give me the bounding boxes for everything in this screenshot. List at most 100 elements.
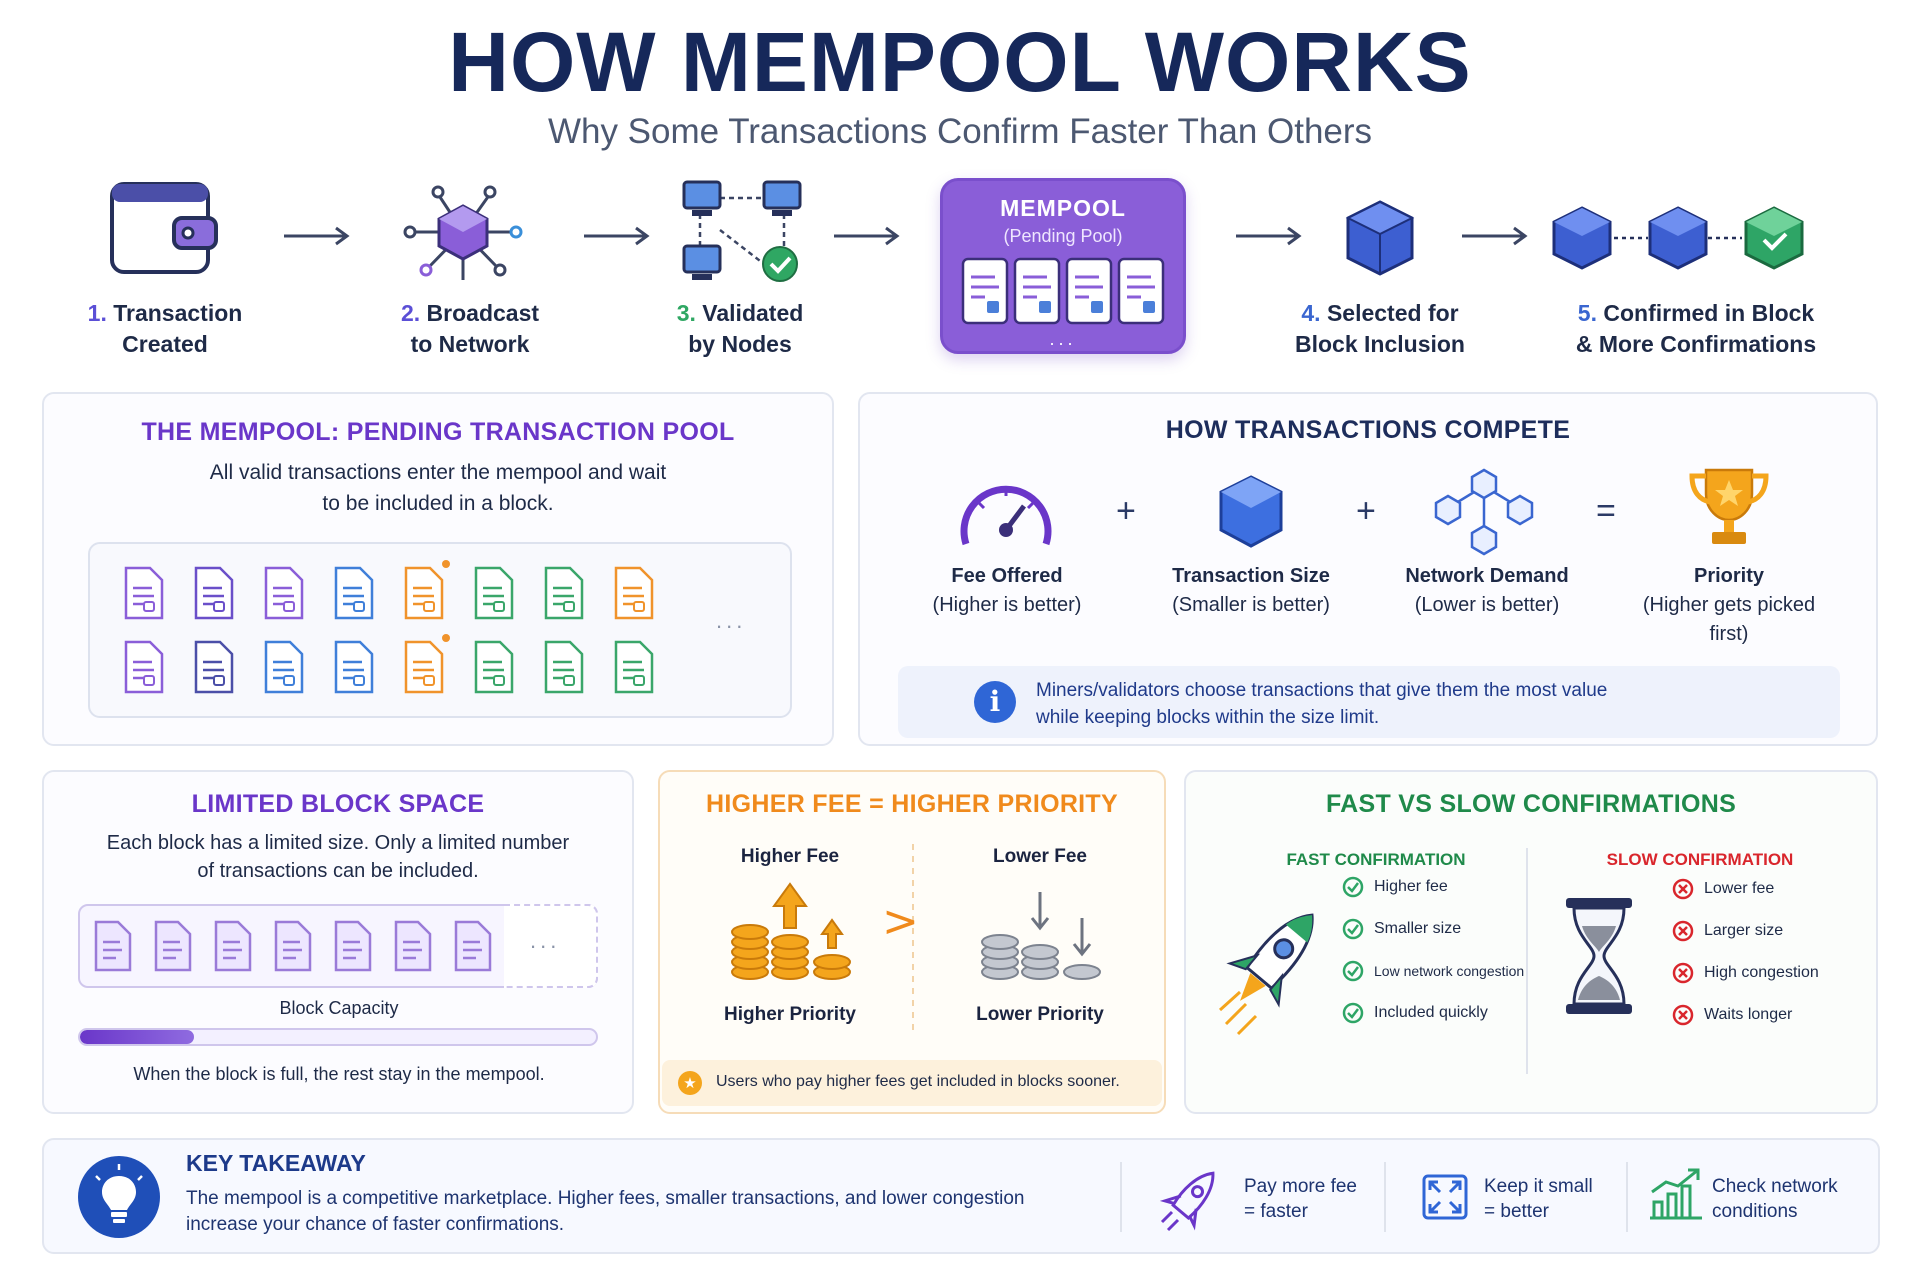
pending-transactions-grid: ... <box>88 542 792 718</box>
tip-network-line2: conditions <box>1712 1201 1798 1222</box>
trophy-icon <box>1684 464 1774 550</box>
compete-panel-title: HOW TRANSACTIONS COMPETE <box>1165 416 1571 444</box>
fast-item-label: Smaller size <box>1374 920 1462 937</box>
hourglass-icon <box>1566 898 1632 1014</box>
mempool-box-title: MEMPOOL <box>1000 195 1126 221</box>
capacity-label: Block Capacity <box>279 998 399 1018</box>
network-icon <box>1424 464 1544 560</box>
step-4-line2: Block Inclusion <box>1295 331 1465 357</box>
factor-priority-name: Priority <box>1693 565 1765 587</box>
step-5-line2: & More Confirmations <box>1575 331 1817 357</box>
slow-item: Lower fee <box>1672 878 1774 900</box>
fast-item-label: Included quickly <box>1374 1004 1488 1021</box>
takeaway-title: KEY TAKEAWAY <box>186 1150 366 1176</box>
fast-slow-panel: FAST VS SLOW CONFIRMATIONS FAST CONFIRMA… <box>1184 770 1878 1114</box>
tip-fee-line1: Pay more fee <box>1244 1176 1357 1197</box>
fee-note-text: Users who pay higher fees get included i… <box>716 1073 1120 1090</box>
lower-priority-label: Lower Priority <box>976 1004 1104 1025</box>
tip-size: Keep it small = better <box>1484 1174 1593 1224</box>
rocket-icon <box>1218 913 1314 1036</box>
transaction-docs-icon <box>124 560 654 694</box>
fast-item: Higher fee <box>1342 876 1448 898</box>
step-5-label: 5. Confirmed in Block & More Confirmatio… <box>1546 298 1846 360</box>
pool-grid-dots: ... <box>716 608 747 633</box>
x-circle-icon <box>1672 1004 1694 1026</box>
step-4-num: 4. <box>1301 300 1321 326</box>
factor-priority: Priority (Higher gets picked first) <box>1620 562 1838 649</box>
factor-demand-name: Network Demand <box>1405 565 1569 587</box>
block-panel-title: LIMITED BLOCK SPACE <box>191 790 485 818</box>
tip-network: Check network conditions <box>1712 1174 1838 1224</box>
rocket-icon <box>1160 1171 1215 1232</box>
factor-priority-note: (Higher gets picked <box>1642 594 1816 616</box>
check-circle-icon <box>1342 876 1364 898</box>
factor-size-name: Transaction Size <box>1172 565 1330 587</box>
shrink-icon <box>1422 1174 1468 1220</box>
step-3-label: 3. Validated by Nodes <box>640 298 840 360</box>
takeaway-line2: increase your chance of faster confirmat… <box>186 1214 565 1235</box>
page-title: HOW MEMPOOL WORKS <box>448 15 1472 109</box>
fast-item-label: Higher fee <box>1374 878 1448 895</box>
takeaway-divider <box>1384 1162 1386 1232</box>
info-icon: i <box>974 681 1016 723</box>
step-2-num: 2. <box>400 300 421 326</box>
key-takeaway-panel: KEY TAKEAWAY The mempool is a competitiv… <box>42 1138 1880 1254</box>
star-icon: ★ <box>678 1071 702 1095</box>
coins-up-icon <box>731 882 851 980</box>
mempool-pool-panel: THE MEMPOOL: PENDING TRANSACTION POOL Al… <box>42 392 834 746</box>
step-3-line2: by Nodes <box>688 331 792 357</box>
plus-operator: + <box>1116 492 1136 530</box>
takeaway-body: The mempool is a competitive marketplace… <box>186 1186 1086 1238</box>
validated-nodes-icon <box>680 178 810 284</box>
slow-item-label: High congestion <box>1704 964 1819 981</box>
x-circle-icon <box>1672 962 1694 984</box>
slow-item-label: Larger size <box>1704 922 1784 939</box>
block-transactions-icon <box>94 920 492 972</box>
step-1-label: 1. Transaction Created <box>60 298 270 360</box>
slow-item: Larger size <box>1672 920 1783 942</box>
compare-operator: > <box>882 896 919 947</box>
tip-fee-line2: = faster <box>1244 1201 1308 1222</box>
x-circle-icon <box>1672 878 1694 900</box>
capacity-bar-fill <box>80 1030 194 1044</box>
check-circle-icon <box>1342 960 1364 982</box>
factor-priority-note2: first) <box>1709 623 1749 645</box>
fee-divider <box>912 844 914 1034</box>
factor-fee: Fee Offered (Higher is better) <box>902 562 1112 620</box>
step-3-num: 3. <box>676 300 696 326</box>
mempool-box: MEMPOOL (Pending Pool) ... <box>940 178 1186 354</box>
mempool-box-dots: ... <box>1049 329 1077 349</box>
broadcast-icon <box>398 180 528 284</box>
slow-item-label: Lower fee <box>1704 880 1775 897</box>
factor-demand-note: (Lower is better) <box>1414 594 1560 616</box>
speed-panel-title: FAST VS SLOW CONFIRMATIONS <box>1325 790 1737 818</box>
check-circle-icon <box>1342 918 1364 940</box>
arrow-right-icon <box>284 226 350 246</box>
takeaway-divider <box>1120 1162 1122 1232</box>
info-line1: Miners/validators choose transactions th… <box>1036 680 1608 701</box>
block-panel-footer: When the block is full, the rest stay in… <box>133 1064 545 1084</box>
chart-icon <box>1650 1168 1702 1220</box>
step-1-line2: Created <box>122 331 208 357</box>
plus-operator: + <box>1356 492 1376 530</box>
tip-fee: Pay more fee = faster <box>1244 1174 1357 1224</box>
step-1-num: 1. <box>87 300 107 326</box>
slow-item: High congestion <box>1672 962 1819 984</box>
lower-fee-label: Lower Fee <box>993 846 1087 867</box>
step-3-line1: Validated <box>702 300 804 326</box>
step-2-line1: Broadcast <box>426 300 540 326</box>
factor-size-note: (Smaller is better) <box>1172 594 1330 616</box>
pool-panel-title: THE MEMPOOL: PENDING TRANSACTION POOL <box>141 418 735 446</box>
fast-title: FAST CONFIRMATION <box>1286 850 1466 869</box>
arrow-right-icon <box>1462 226 1528 246</box>
block-cube-icon <box>1344 198 1416 278</box>
arrow-right-icon <box>1236 226 1302 246</box>
step-4-label: 4. Selected for Block Inclusion <box>1270 298 1490 360</box>
factor-demand: Network Demand (Lower is better) <box>1382 562 1592 620</box>
check-circle-icon <box>1342 1002 1364 1024</box>
block-panel-line2: of transactions can be included. <box>197 860 479 882</box>
info-banner: i Miners/validators choose transactions … <box>898 666 1840 738</box>
block-overflow-area <box>504 904 598 988</box>
page-subtitle: Why Some Transactions Confirm Faster Tha… <box>547 112 1373 151</box>
mempool-box-subtitle: (Pending Pool) <box>1003 226 1123 246</box>
